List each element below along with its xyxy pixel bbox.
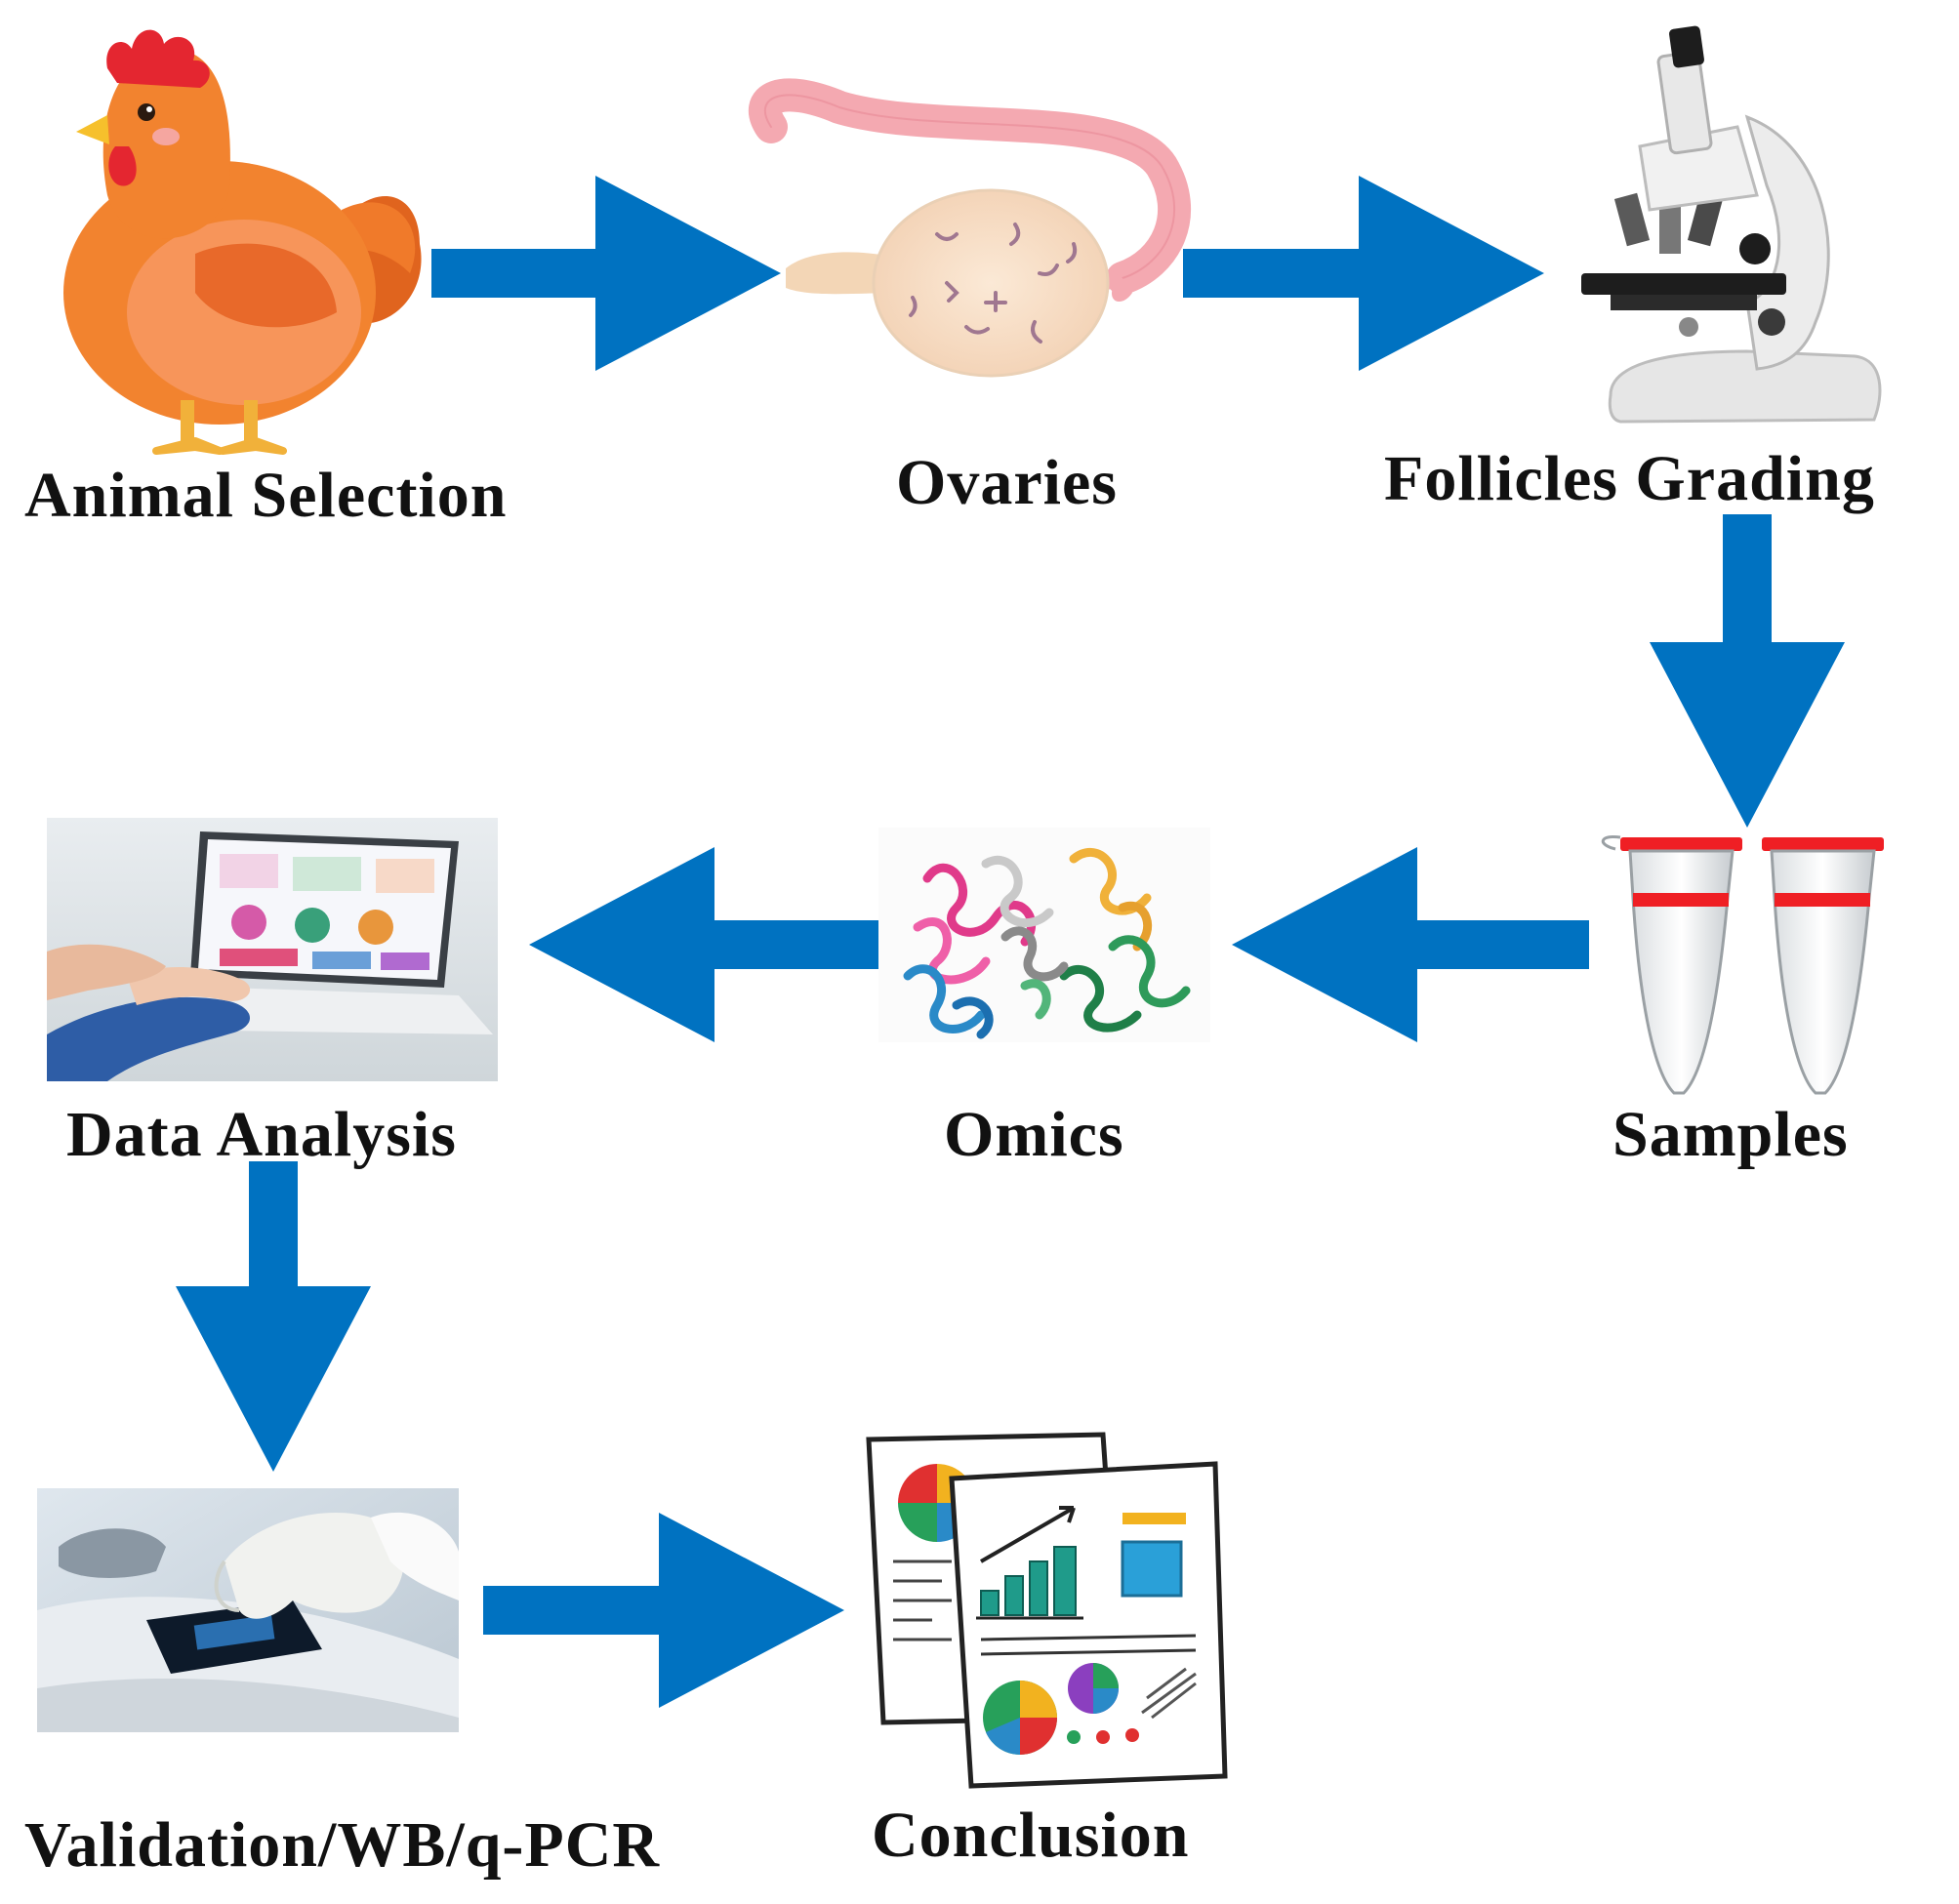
arrow-animal-to-ovaries: [431, 176, 781, 371]
ovary-icon: [749, 78, 1192, 378]
label-animal-selection: Animal Selection: [24, 460, 508, 531]
label-samples: Samples: [1612, 1099, 1849, 1170]
label-omics: Omics: [944, 1099, 1124, 1170]
label-data-analysis: Data Analysis: [66, 1099, 457, 1170]
lab-instrument-icon: [37, 1488, 459, 1732]
arrow-samples-to-omics: [1232, 847, 1589, 1042]
label-conclusion: Conclusion: [872, 1800, 1190, 1871]
microscope-icon: [1581, 25, 1882, 424]
arrow-validation-to-conclusion: [483, 1513, 844, 1708]
arrow-ovaries-to-follicles: [1183, 176, 1544, 371]
hen-icon: [63, 29, 422, 455]
label-follicles-grading: Follicles Grading: [1384, 443, 1875, 514]
label-ovaries: Ovaries: [896, 447, 1118, 518]
arrow-follicles-to-samples: [1650, 514, 1845, 828]
laptop-analysis-icon: [47, 818, 498, 1081]
protein-structure-icon: [878, 828, 1210, 1042]
flow-arrows: [176, 176, 1845, 1708]
arrow-omics-to-data-analysis: [529, 847, 878, 1042]
report-documents-icon: [866, 1432, 1228, 1789]
sample-tubes-icon: [1602, 834, 1884, 1095]
arrow-data-analysis-to-validation: [176, 1161, 371, 1472]
label-validation: Validation/WB/q-PCR: [24, 1809, 661, 1881]
